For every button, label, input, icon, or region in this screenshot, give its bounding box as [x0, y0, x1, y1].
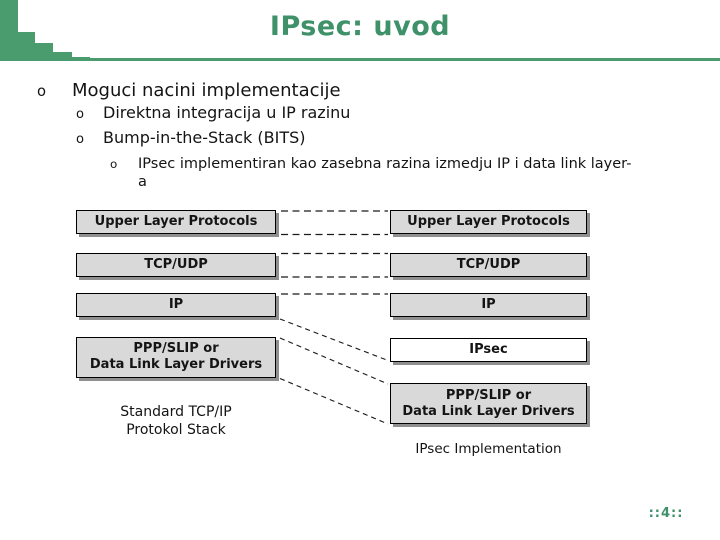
bullet-level2-bump-in-the-stack: o Bump-in-the-Stack (BITS) [76, 128, 306, 147]
connector-diagonal-ppp-bottom [279, 377, 389, 425]
bullet-icon: o [76, 132, 85, 147]
box-label: Data Link Layer Drivers [89, 357, 263, 372]
box-left-upper-layer-protocols: Upper Layer Protocols [76, 210, 276, 234]
bullet-icon: o [76, 107, 85, 122]
stair-decoration [0, 43, 53, 52]
connector-diagonal-ppp-top [279, 337, 389, 385]
bullet-level1-text: Moguci nacini implementacije [72, 80, 341, 101]
bullet-icon: o [110, 157, 118, 171]
box-label: IP [481, 297, 496, 312]
caption-line: Protokol Stack [126, 421, 226, 438]
box-label: Upper Layer Protocols [407, 214, 570, 229]
box-label: IP [168, 297, 184, 312]
stair-decoration [0, 0, 18, 32]
box-label: Upper Layer Protocols [94, 214, 258, 229]
bullet-level2-text: Bump-in-the-Stack (BITS) [103, 128, 306, 147]
caption-standard-tcpip-stack: Standard TCP/IP Protokol Stack [76, 404, 276, 439]
bullet-level3-text: IPsec implementiran kao zasebna razina i… [138, 156, 632, 172]
box-right-ppp-slip-drivers: PPP/SLIP or Data Link Layer Drivers [390, 383, 587, 424]
caption-ipsec-implementation: IPsec Implementation [415, 441, 562, 457]
box-right-tcp-udp: TCP/UDP [390, 252, 587, 277]
connector-diagonal-ip-to-ipsec [279, 318, 389, 362]
box-right-upper-layer-protocols: Upper Layer Protocols [390, 210, 587, 234]
page-number: ::4:: [648, 506, 684, 521]
bullet-level3-continuation: a [138, 174, 147, 190]
title-divider-line [0, 58, 720, 61]
box-label: Data Link Layer Drivers [402, 403, 575, 419]
bullet-icon: o [37, 83, 47, 100]
stair-decoration [0, 52, 72, 57]
stair-decoration [0, 32, 35, 43]
slide-title: IPsec: uvod [269, 11, 451, 42]
box-right-ipsec: IPsec [390, 337, 587, 362]
box-label: PPP/SLIP or [133, 341, 219, 356]
box-label: TCP/UDP [144, 256, 208, 272]
bullet-level2-text: Direktna integracija u IP razinu [103, 103, 351, 122]
caption-line: Standard TCP/IP [120, 404, 232, 420]
box-label: PPP/SLIP or [445, 387, 532, 403]
box-right-ip: IP [390, 293, 587, 317]
bullet-level3: o IPsec implementiran kao zasebna razina … [110, 156, 631, 172]
bullet-level1: o Moguci nacini implementacije [37, 80, 341, 101]
box-left-ip: IP [76, 293, 276, 317]
box-label: IPsec [469, 341, 508, 357]
box-left-tcp-udp: TCP/UDP [76, 252, 276, 277]
bullet-level2-direct-integration: o Direktna integracija u IP razinu [76, 103, 350, 122]
box-label: TCP/UDP [456, 256, 521, 272]
box-left-ppp-slip-drivers: PPP/SLIP or Data Link Layer Drivers [76, 336, 276, 378]
